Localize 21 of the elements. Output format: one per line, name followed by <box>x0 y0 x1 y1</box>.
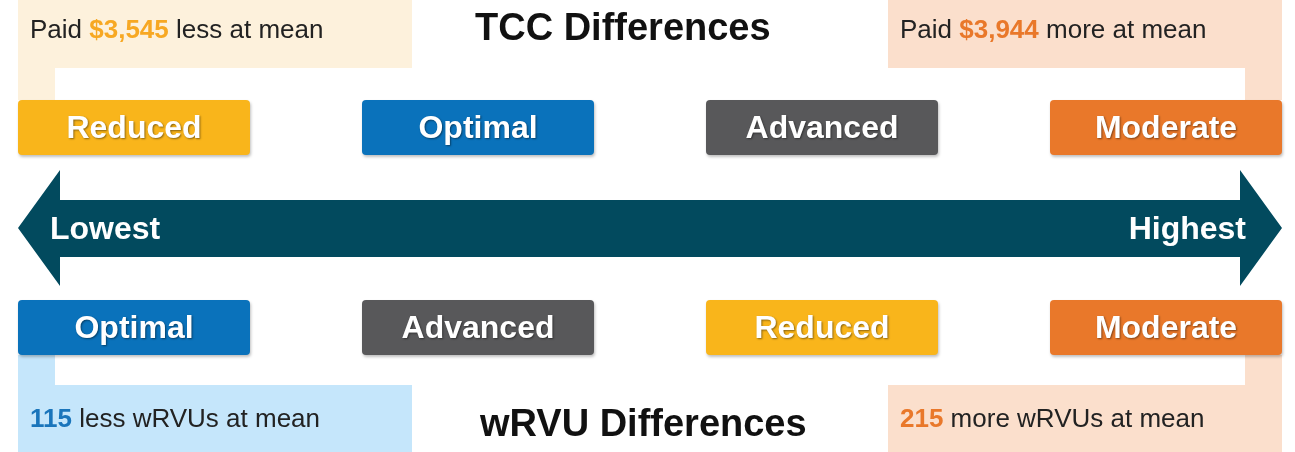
callout-text: 215 more wRVUs at mean <box>900 403 1205 434</box>
callout-text: Paid $3,545 less at mean <box>30 14 324 45</box>
rating-tag: Optimal <box>18 300 250 355</box>
rating-tag: Optimal <box>362 100 594 155</box>
heading: TCC Differences <box>475 6 771 49</box>
rating-tag: Reduced <box>706 300 938 355</box>
scale-label: Highest <box>1128 210 1246 247</box>
callout-panel <box>888 355 1282 452</box>
double-arrow <box>18 170 1282 286</box>
rating-tag: Moderate <box>1050 100 1282 155</box>
rating-tag: Reduced <box>18 100 250 155</box>
callout-text: Paid $3,944 more at mean <box>900 14 1207 45</box>
callout-panel <box>888 0 1282 100</box>
rating-tag: Advanced <box>362 300 594 355</box>
callout-text: 115 less wRVUs at mean <box>30 403 320 434</box>
callout-panel <box>18 0 412 100</box>
heading: wRVU Differences <box>480 402 807 445</box>
callout-panel <box>18 355 412 452</box>
rating-tag: Advanced <box>706 100 938 155</box>
rating-tag: Moderate <box>1050 300 1282 355</box>
scale-label: Lowest <box>50 210 161 247</box>
